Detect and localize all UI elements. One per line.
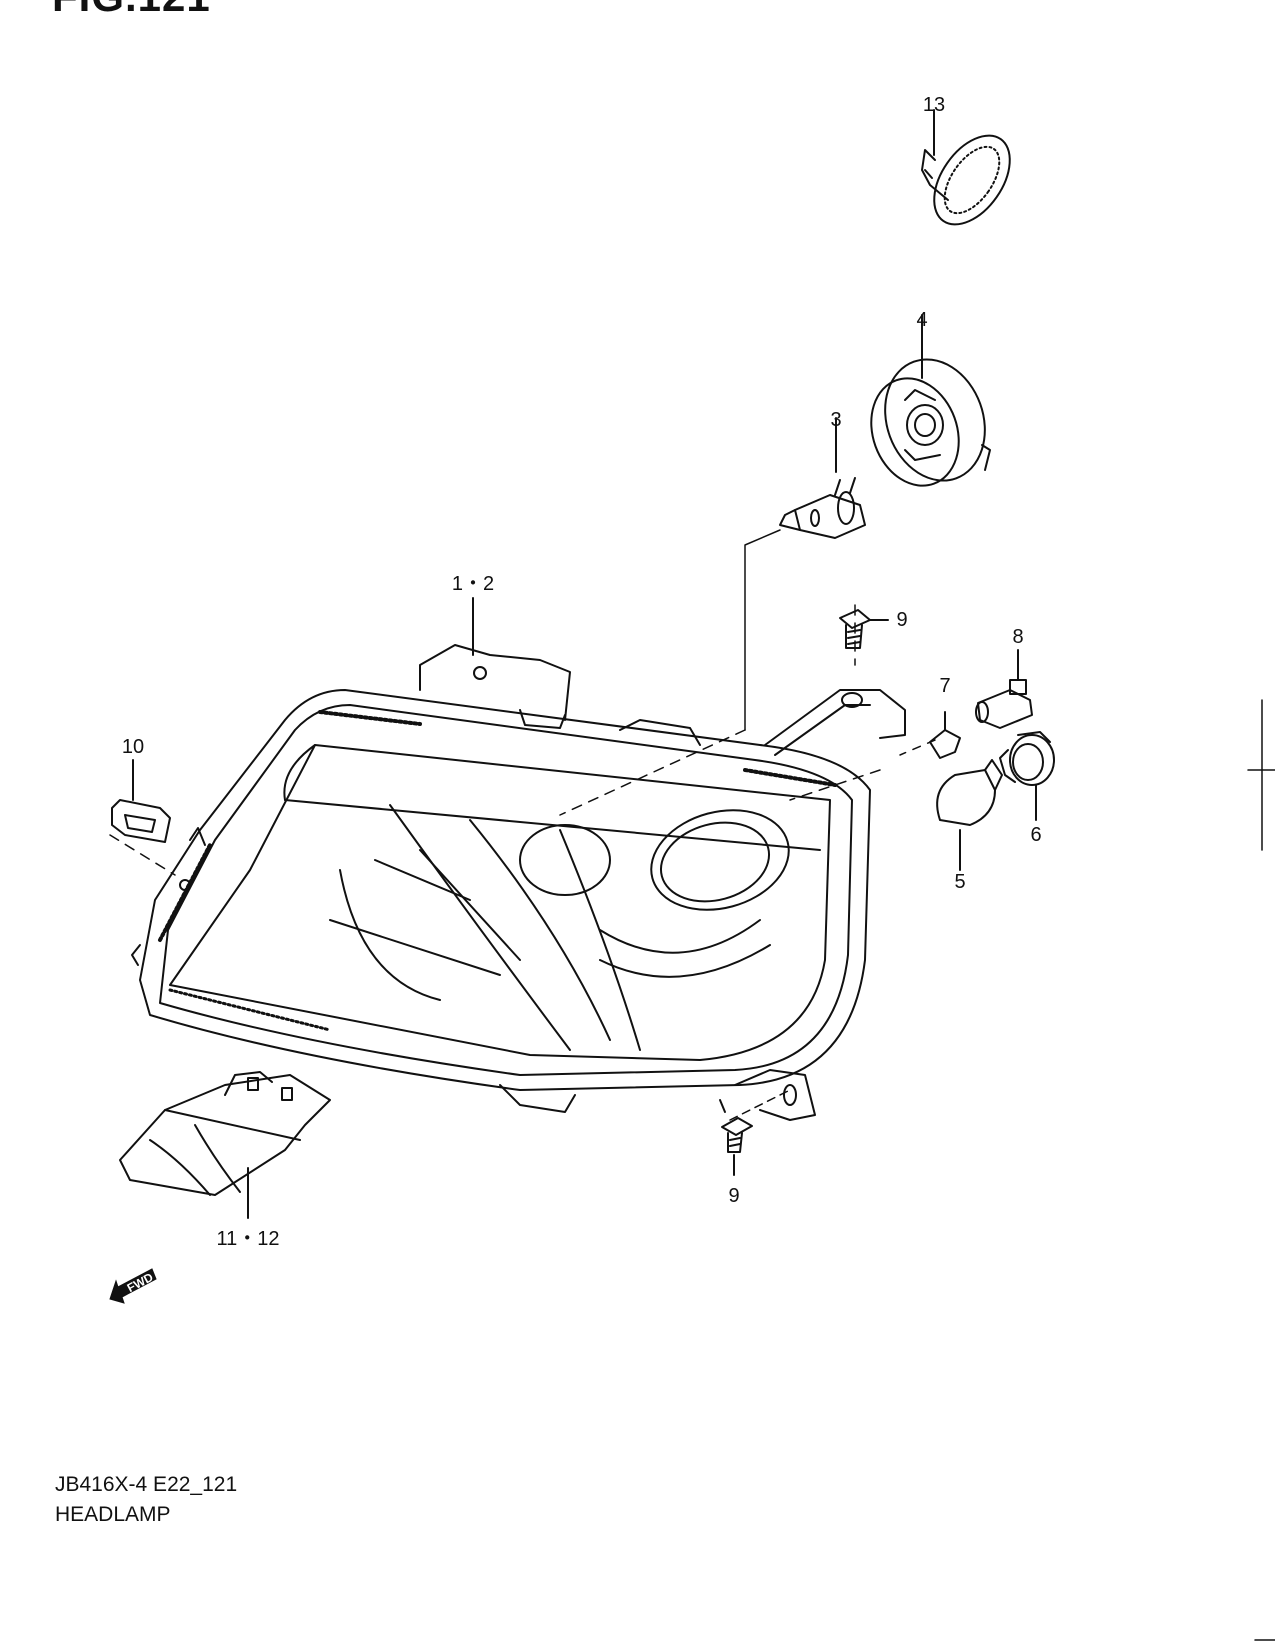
side-marker-lamp [919, 110, 1026, 238]
callout-9-lower: 9 [728, 1185, 740, 1207]
screw-upper [840, 610, 888, 648]
callout-4: 4 [916, 309, 928, 331]
callout-1-2: 1・2 [451, 573, 495, 595]
retaining-clip [112, 760, 170, 842]
turn-signal-socket [1000, 732, 1054, 820]
callout-11-12: 11・12 [216, 1228, 280, 1250]
bulb-socket-cover [857, 315, 1002, 498]
screw-lower [722, 1118, 752, 1175]
headlamp-bulb [780, 418, 865, 538]
small-wedge-bulb [930, 712, 960, 758]
callout-10: 10 [121, 736, 145, 758]
forward-arrow-icon: FWD [106, 1259, 166, 1309]
callout-8: 8 [1012, 626, 1024, 648]
callout-13: 13 [922, 94, 946, 116]
headlamp-lower-cover [120, 1072, 330, 1218]
callout-6: 6 [1030, 824, 1042, 846]
diagram-name: HEADLAMP [55, 1503, 171, 1526]
callout-7: 7 [939, 675, 951, 697]
small-bulb-socket [976, 650, 1032, 728]
headlamp-assembly [132, 645, 905, 1120]
callout-9-upper: 9 [896, 609, 908, 631]
assembly-guide-lines [110, 530, 935, 1120]
figure-title: FIG.121 [52, 0, 211, 18]
diagram-code: JB416X-4 E22_121 [55, 1473, 238, 1496]
turn-signal-bulb [937, 760, 1002, 870]
callout-5: 5 [954, 871, 966, 893]
callout-3: 3 [830, 409, 842, 431]
